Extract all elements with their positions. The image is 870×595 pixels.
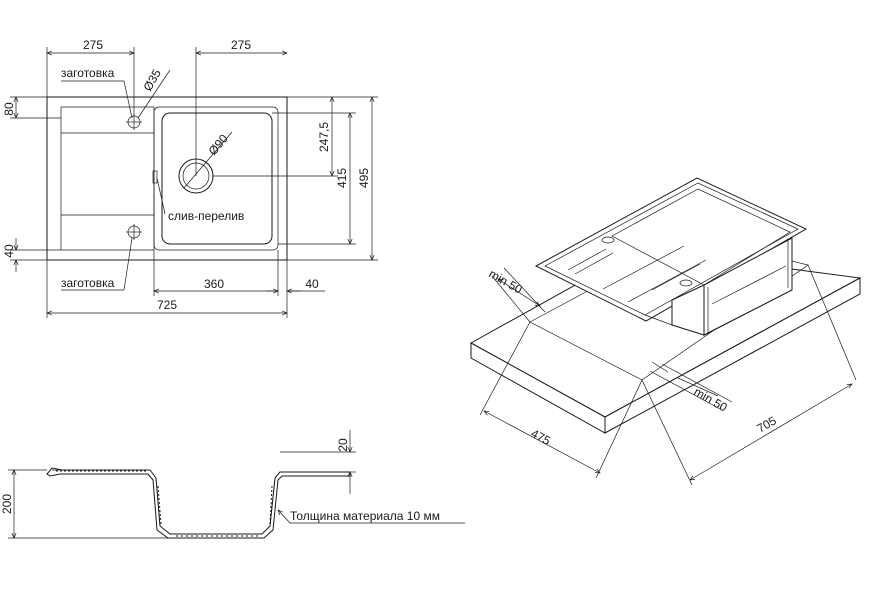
isometric-view: min 50 min 50 475 705 — [469, 177, 862, 486]
label-material-thickness: Толщина материала 10 мм — [290, 509, 440, 523]
dim-360: 360 — [204, 277, 224, 291]
bowl-inner — [161, 112, 273, 245]
bowl-outer — [153, 106, 279, 251]
label-overflow: слив-перелив — [168, 209, 244, 223]
section-profile — [46, 467, 351, 539]
top-view: 275 275 заготовка Ø35 Ø90 слив-перелив з… — [2, 38, 378, 318]
dim-725: 725 — [157, 298, 177, 312]
dim-20: 20 — [336, 438, 350, 452]
dim-415: 415 — [335, 168, 349, 188]
dim-min50-right: min 50 — [692, 384, 730, 414]
blank-hole-iso — [601, 236, 615, 244]
label-dia90: Ø90 — [206, 131, 232, 158]
dim-275-left: 275 — [83, 38, 103, 52]
drain-hole-iso — [679, 279, 693, 287]
dim-475: 475 — [529, 426, 554, 448]
dim-495: 495 — [357, 168, 371, 188]
overflow-slot — [152, 170, 158, 184]
sink-rim — [534, 177, 808, 322]
label-dia35: Ø35 — [140, 67, 164, 94]
dim-705: 705 — [755, 413, 780, 435]
dim-200: 200 — [0, 494, 14, 514]
section-view: 200 20 Толщина материала 10 мм — [0, 430, 465, 538]
dim-40-bottom: 40 — [305, 277, 319, 291]
dim-247: 247,5 — [317, 122, 331, 152]
label-blank-bottom: заготовка — [61, 276, 115, 290]
dim-80: 80 — [2, 102, 16, 116]
sink-outline — [46, 96, 288, 261]
dim-40-left: 40 — [2, 244, 16, 258]
label-blank-top: заготовка — [61, 66, 115, 80]
drainboard-outline — [61, 106, 155, 251]
bowl-rim — [611, 188, 791, 286]
dim-275-right: 275 — [231, 38, 251, 52]
